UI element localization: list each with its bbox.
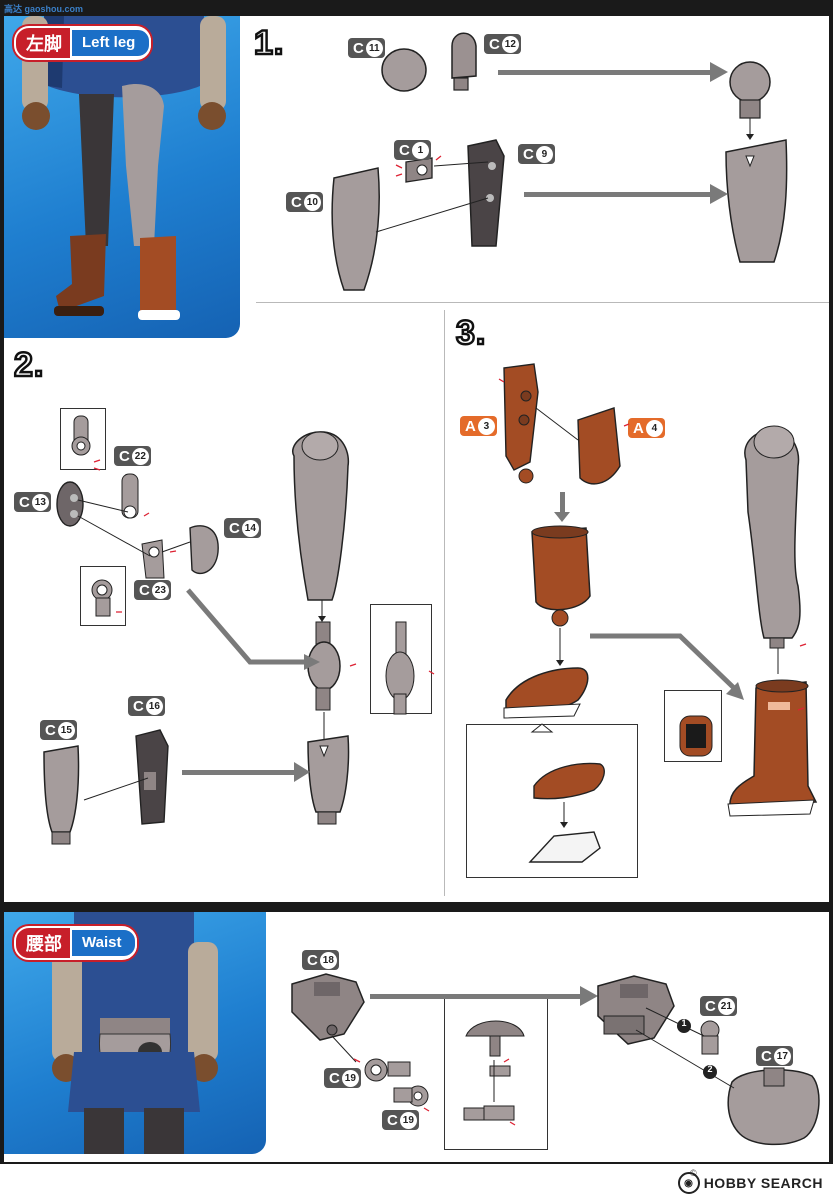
step-1-number: 1.: [253, 23, 285, 64]
left-leg-title-en: Left leg: [70, 28, 152, 58]
waist-hero-image: 腰部 Waist: [4, 912, 266, 1154]
left-leg-hero-image: 左脚 Left leg: [4, 16, 240, 338]
waist-diagram: [291, 973, 820, 1146]
step-1-diagram: [331, 32, 788, 291]
vertical-divider: [444, 310, 445, 896]
step-3-diagram: [498, 363, 818, 863]
site-watermark: 高达 gaoshou.com: [4, 4, 84, 14]
step-3-number: 3.: [455, 313, 487, 354]
horizontal-divider: [256, 302, 829, 303]
hobby-search-logo-text: HOBBY SEARCH: [703, 1175, 823, 1191]
footer: © ◉ HOBBY SEARCH: [0, 1164, 833, 1200]
hobby-search-logo: ◉ HOBBY SEARCH: [677, 1172, 823, 1194]
waist-title-jp: 腰部: [26, 934, 62, 955]
waist-title: 腰部 Waist: [14, 926, 138, 960]
order-marker-1: 1: [681, 1018, 687, 1028]
left-leg-title: 左脚 Left leg: [14, 26, 152, 60]
step-2-diagram: [43, 415, 435, 845]
step-2-number: 2.: [13, 345, 45, 386]
hobby-search-logo-icon: ◉: [677, 1172, 700, 1194]
waist-title-en: Waist: [70, 928, 138, 958]
left-leg-title-jp: 左脚: [26, 34, 62, 55]
order-marker-2: 2: [707, 1064, 713, 1074]
